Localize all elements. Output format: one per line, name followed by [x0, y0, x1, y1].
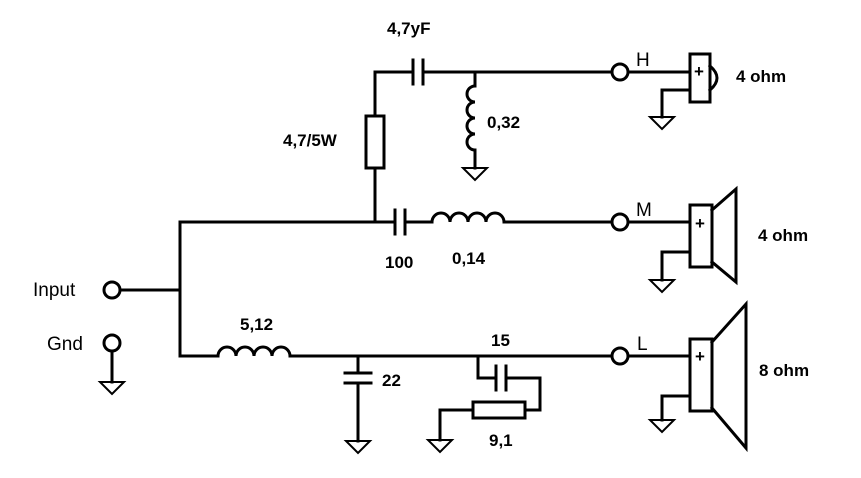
speaker-tweeter-dome: [707, 63, 719, 93]
label-out-m: M: [636, 200, 652, 221]
terminal-input: [102, 280, 122, 300]
label-gnd: Gnd: [47, 334, 83, 355]
label-ind-low: 5,12: [240, 315, 273, 334]
label-out-l: L: [637, 334, 648, 355]
inductor-mid: [430, 211, 506, 224]
label-cap-low-zobel: 15: [491, 331, 510, 350]
plus-mark-m: +: [695, 214, 705, 233]
speaker-low-box: [688, 337, 714, 413]
inductor-tweeter: [465, 84, 477, 152]
label-res-tweeter: 4,7/5W: [283, 131, 338, 150]
speaker-mid-cone: [709, 185, 738, 286]
ground-icon: [97, 381, 127, 396]
label-cap-tweeter: 4,7yF: [387, 19, 430, 38]
terminal-l: [610, 346, 630, 366]
label-cap-low-shunt: 22: [382, 371, 401, 390]
terminal-m: [610, 212, 630, 232]
label-out-h: H: [636, 50, 650, 71]
label-imp-l: 8 ohm: [759, 361, 809, 380]
label-ind-tweeter: 0,32: [487, 113, 520, 132]
inductor-low: [216, 345, 292, 358]
ground-icon: [647, 116, 677, 131]
ground-icon: [647, 419, 677, 434]
terminal-h: [610, 62, 630, 82]
plus-mark-h: +: [694, 62, 704, 81]
speaker-low-cone: [709, 300, 748, 453]
label-imp-m: 4 ohm: [758, 226, 808, 245]
label-ind-mid: 0,14: [452, 249, 486, 268]
speaker-mid-box: [688, 203, 714, 269]
plus-mark-l: +: [695, 347, 705, 366]
label-imp-h: 4 ohm: [736, 67, 786, 86]
resistor-tweeter: [364, 114, 386, 170]
label-cap-mid: 100: [385, 253, 413, 272]
label-input: Input: [33, 280, 76, 301]
ground-icon: [343, 440, 373, 455]
terminal-gnd: [102, 333, 122, 353]
speaker-tweeter-box: [688, 52, 712, 104]
ground-icon: [647, 279, 677, 294]
resistor-zobel: [471, 400, 527, 420]
ground-icon: [460, 167, 490, 182]
ground-icon: [425, 439, 455, 454]
label-res-low-zobel: 9,1: [489, 431, 513, 450]
